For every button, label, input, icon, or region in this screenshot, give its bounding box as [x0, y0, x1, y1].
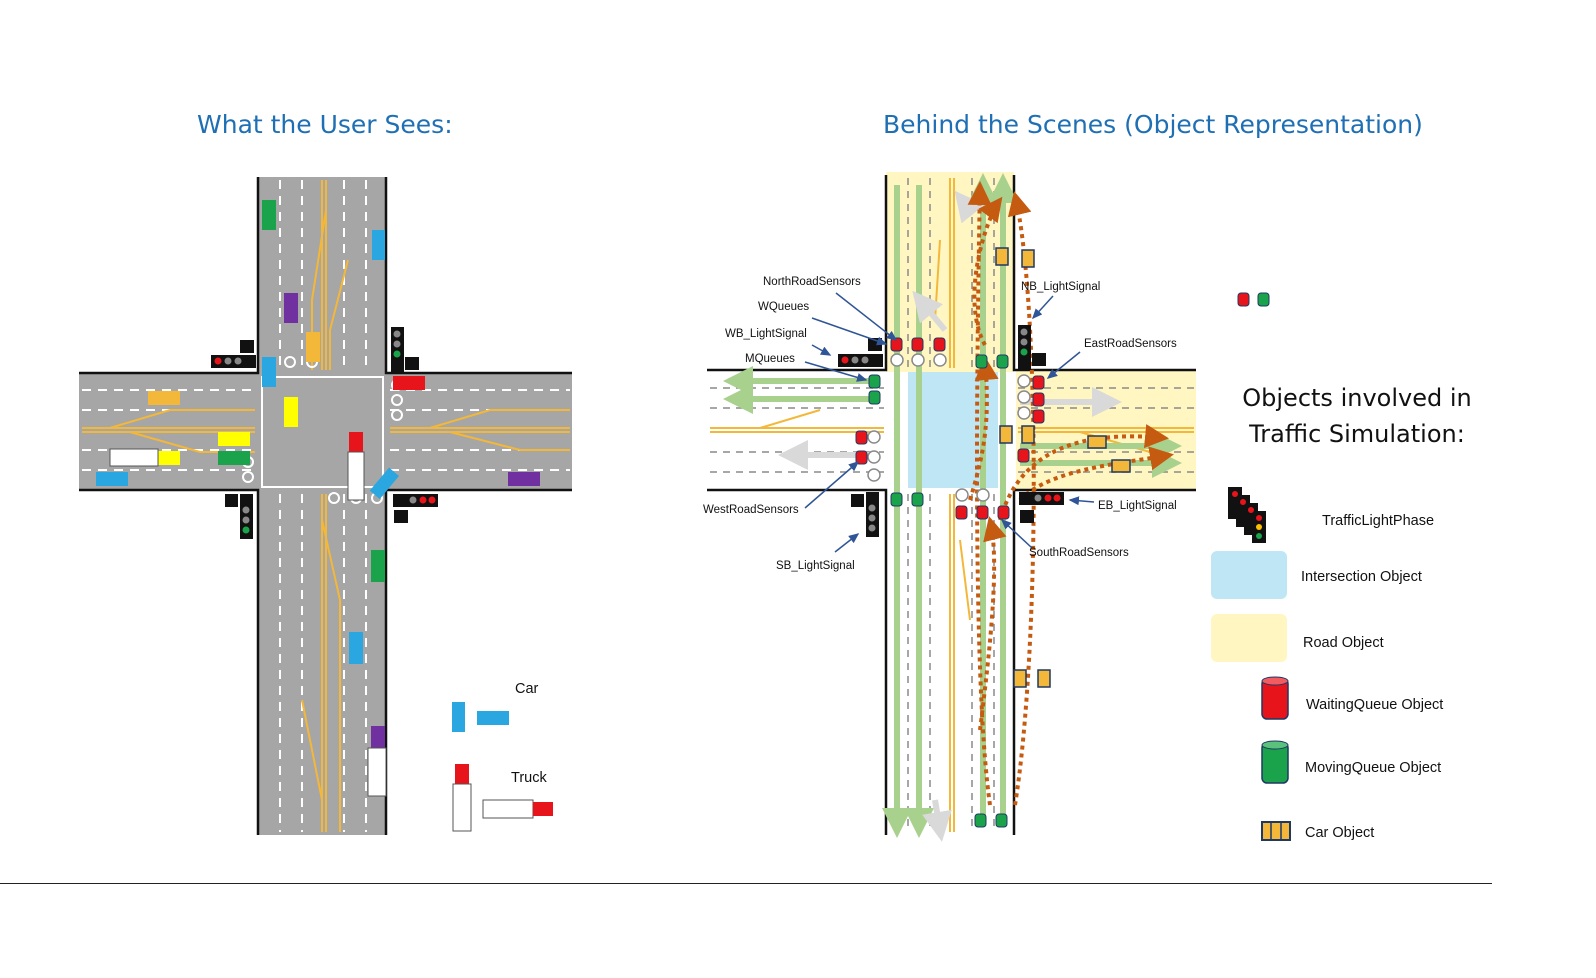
- legend: [1211, 487, 1291, 841]
- right-panel-title: Behind the Scenes (Object Representation…: [883, 110, 1423, 139]
- west-sensors-label: WestRoadSensors: [703, 504, 799, 516]
- wqueues-label: WQueues: [758, 301, 809, 313]
- road-legend-swatch: [1211, 614, 1287, 662]
- traffic-light-phase-icon: [1228, 487, 1266, 543]
- legend-heading-line1: Objects involved in: [1242, 384, 1472, 412]
- junction-box: [261, 376, 384, 488]
- user-view-intersection: [79, 177, 572, 835]
- legend-car-label: Car Object: [1305, 825, 1374, 841]
- legend-phase-label: TrafficLightPhase: [1322, 513, 1434, 529]
- vehicle-legend: [452, 702, 553, 832]
- moving-queue-icon: [1261, 740, 1289, 784]
- car-object-icon: [1261, 821, 1291, 841]
- wb-signal-label: WB_LightSignal: [725, 328, 807, 340]
- bottom-divider: [0, 883, 1492, 884]
- intersection-legend-swatch: [1211, 551, 1287, 599]
- mqueues-label: MQueues: [745, 353, 795, 365]
- left-panel-title: What the User Sees:: [197, 110, 453, 139]
- legend-heading: Objects involved in Traffic Simulation:: [1232, 380, 1482, 452]
- north-sensors-label: NorthRoadSensors: [763, 276, 861, 288]
- eb-signal-label: EB_LightSignal: [1098, 500, 1177, 512]
- legend-moving-label: MovingQueue Object: [1305, 760, 1441, 776]
- legend-intersection-label: Intersection Object: [1301, 569, 1422, 585]
- object-view-intersection: [707, 172, 1270, 842]
- south-sensors-label: SouthRoadSensors: [1029, 547, 1129, 559]
- car-legend-label: Car: [515, 681, 539, 697]
- legend-heading-line2: Traffic Simulation:: [1249, 420, 1465, 448]
- east-sensors-label: EastRoadSensors: [1084, 338, 1177, 350]
- legend-road-label: Road Object: [1303, 635, 1384, 651]
- legend-waiting-label: WaitingQueue Object: [1306, 697, 1443, 713]
- waiting-queue-icon: [1261, 676, 1289, 720]
- truck-legend-label: Truck: [511, 770, 547, 786]
- nb-signal-label: NB_LightSignal: [1021, 281, 1100, 293]
- user-view-cars: [96, 200, 540, 797]
- traffic-light-icon: [211, 327, 438, 539]
- sb-signal-label: SB_LightSignal: [776, 560, 855, 572]
